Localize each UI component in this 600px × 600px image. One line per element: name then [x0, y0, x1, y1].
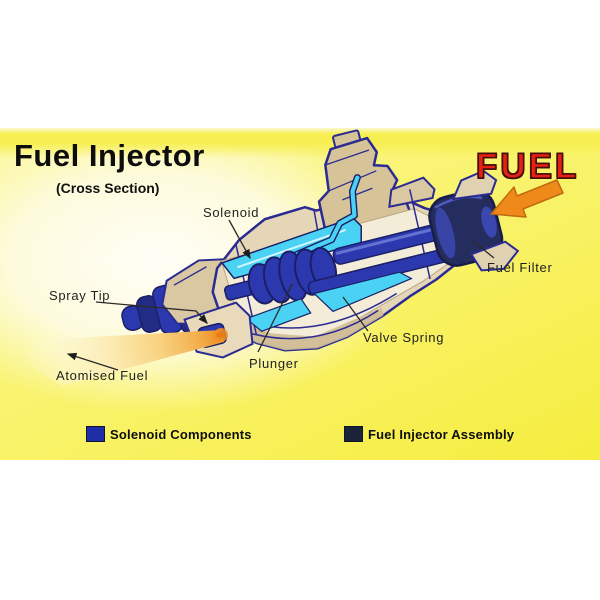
plunger-leader-line [257, 283, 293, 353]
atomised-fuel-label: Atomised Fuel [56, 368, 149, 383]
solenoid-leader-line [228, 219, 251, 260]
filter-prong-bottom [469, 240, 520, 272]
solenoid-winding-highlight [237, 229, 347, 269]
legend-label-assembly: Fuel Injector Assembly [368, 426, 515, 442]
valve-spring-cyan [312, 271, 413, 313]
fuel-filter-leader-line [472, 240, 495, 259]
fuel-filter-label: Fuel Filter [487, 260, 553, 275]
legend-item-solenoid-components: Solenoid Components [86, 426, 252, 442]
rear-collar [388, 176, 436, 208]
page-subtitle: (Cross Section) [56, 180, 160, 196]
spray-tip-leader-line [95, 301, 208, 324]
solenoid-label: Solenoid [203, 205, 260, 220]
filter-prong-top [451, 169, 498, 201]
legend-swatch-solenoid [86, 426, 105, 442]
spray-core [216, 331, 224, 339]
legend-label-solenoid: Solenoid Components [110, 426, 252, 442]
fuel-flow-label: FUEL [475, 146, 580, 186]
plunger-label: Plunger [249, 356, 299, 371]
collar-facet-line [173, 266, 207, 286]
spray-cone [22, 330, 224, 386]
fuel-flow-arrow [490, 179, 564, 218]
page-title: Fuel Injector [14, 138, 205, 173]
body-shading [236, 307, 384, 351]
legend-item-injector-assembly: Fuel Injector Assembly [344, 426, 514, 442]
valve-spring-leader-line [342, 296, 369, 332]
atomised-fuel-leader-line [66, 352, 119, 371]
filter-ring [435, 207, 456, 259]
legend-swatch-assembly [344, 426, 363, 442]
valve-spring-label: Valve Spring [363, 330, 445, 345]
spray-tip-label: Spray Tip [49, 288, 111, 303]
spring-seat-cyan [244, 298, 312, 332]
solenoid-terminal [294, 175, 360, 257]
